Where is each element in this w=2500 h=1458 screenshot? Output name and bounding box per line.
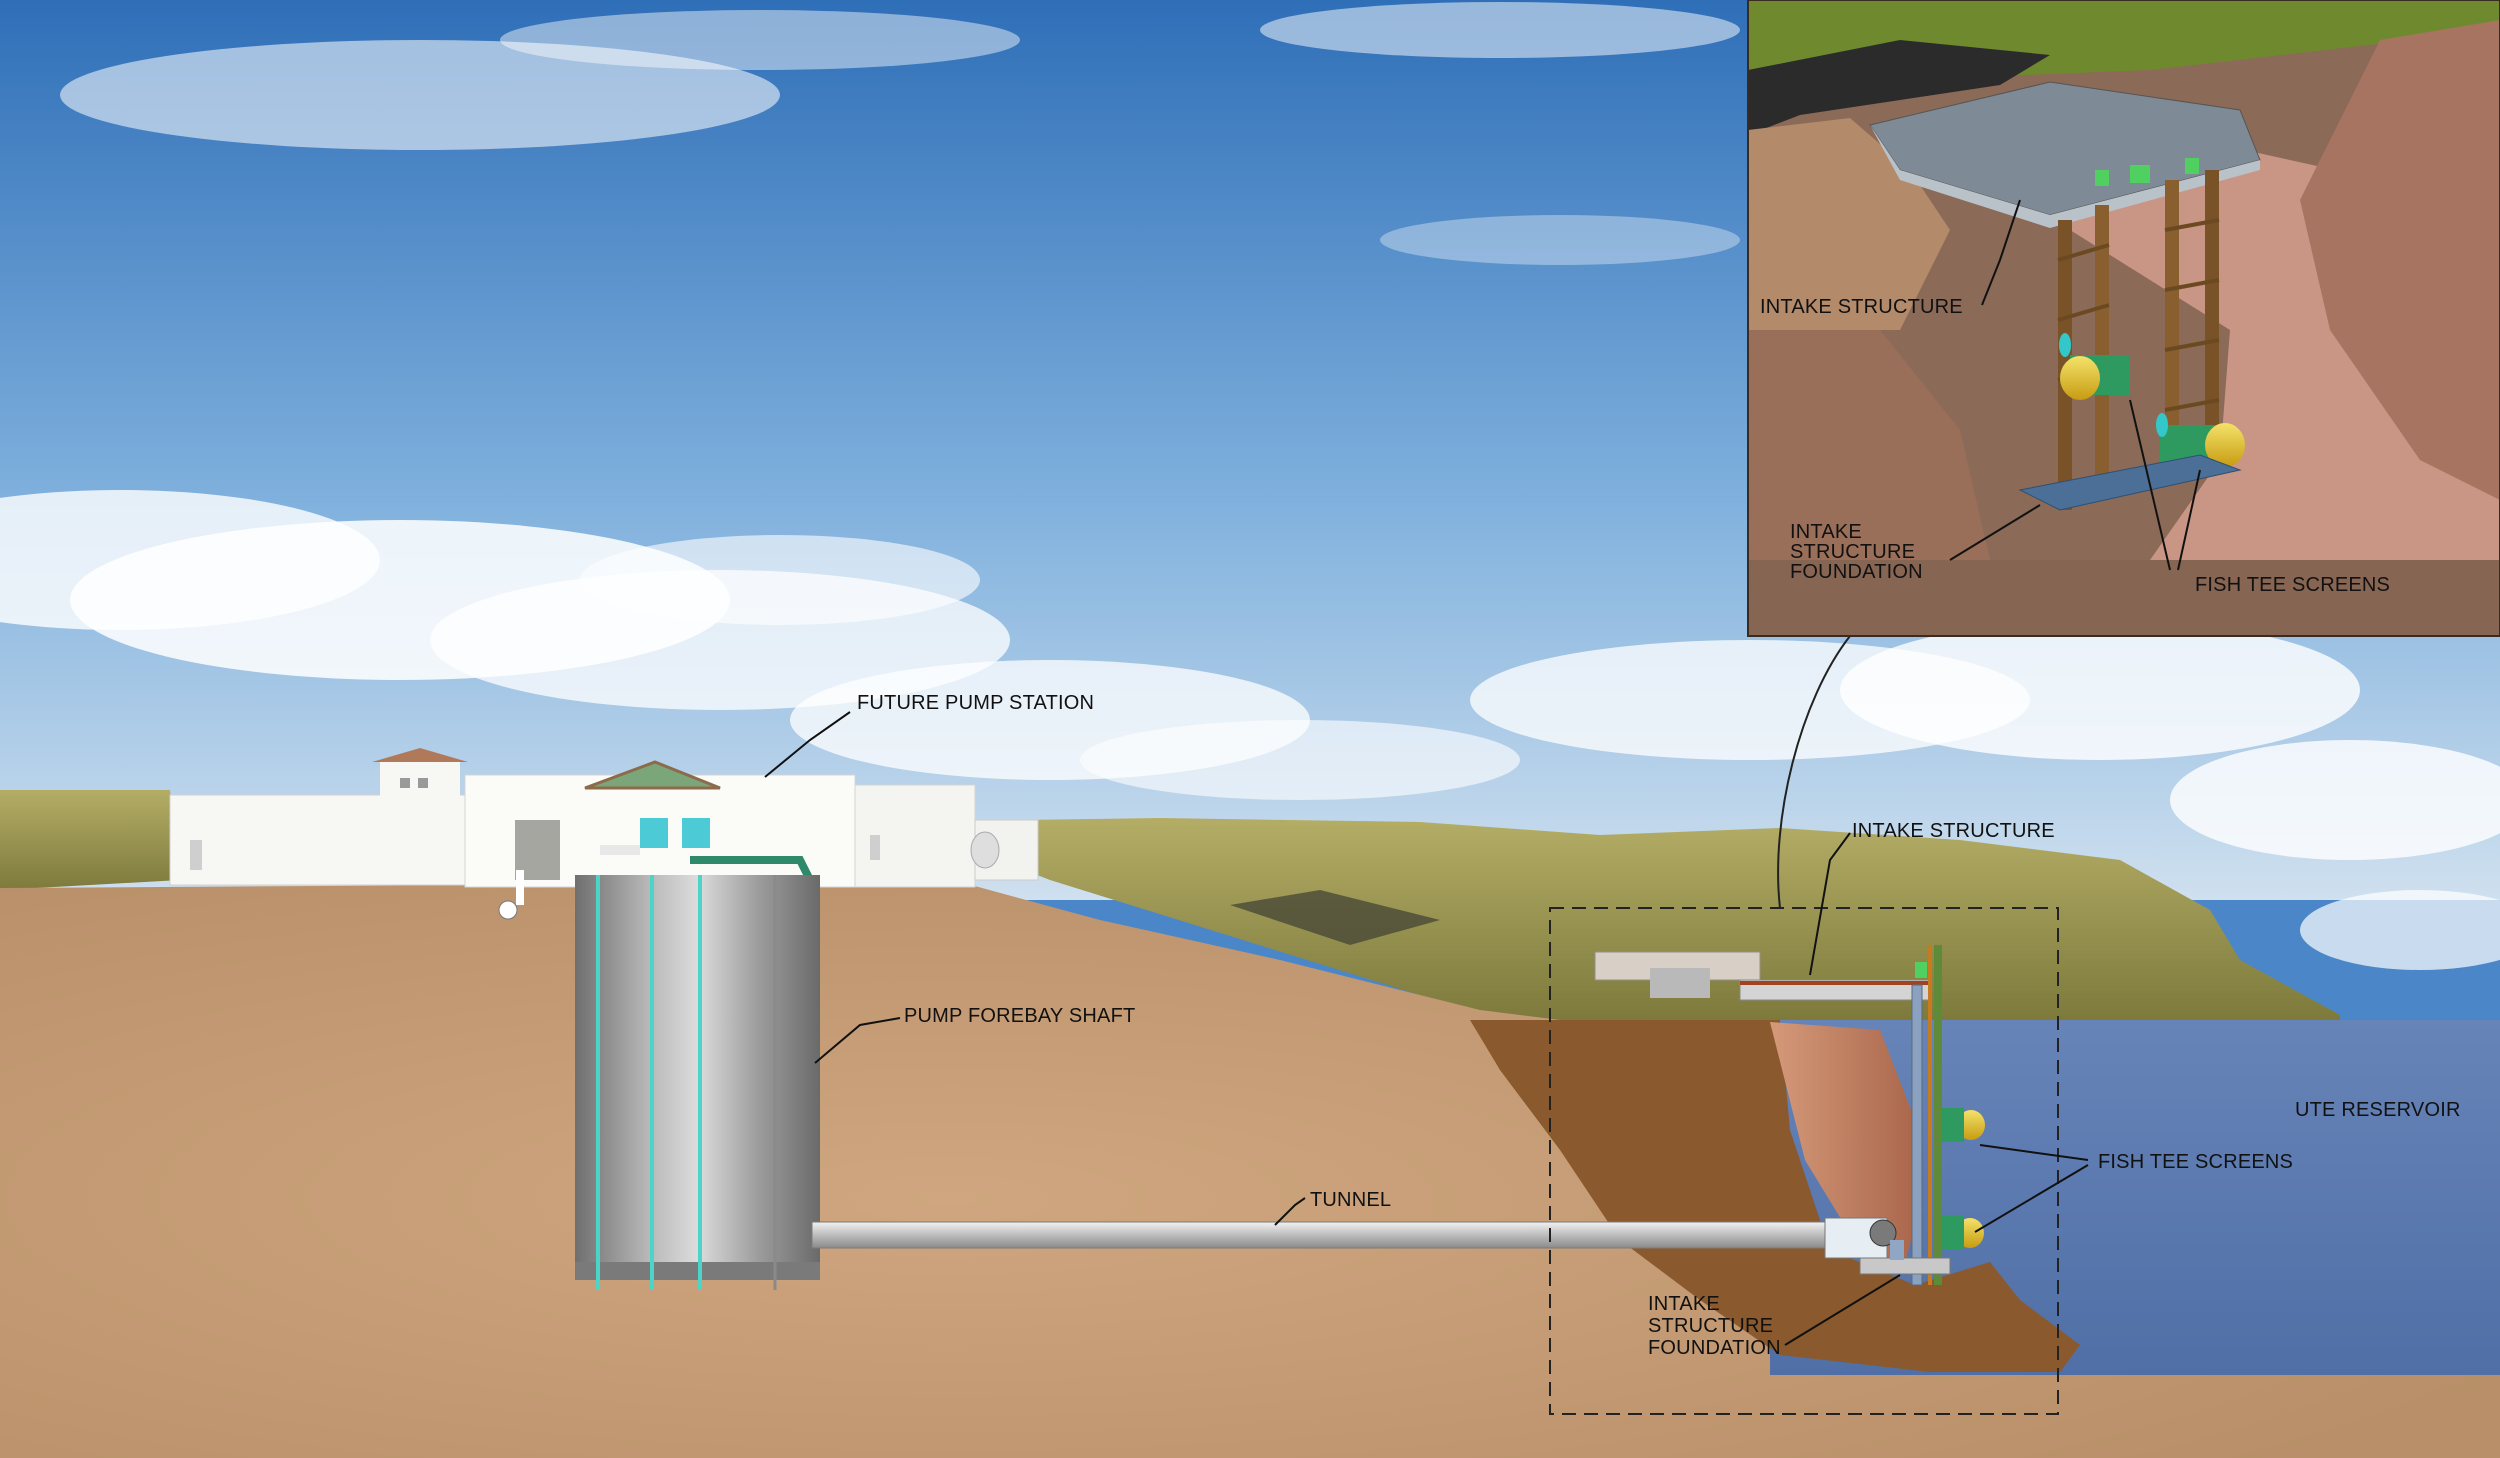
label-fish-tee-screens: FISH TEE SCREENS bbox=[2098, 1151, 2293, 1173]
label-foundation-line-1: INTAKE bbox=[1648, 1293, 1720, 1315]
label-future-pump-station: FUTURE PUMP STATION bbox=[857, 692, 1094, 714]
leader-lines bbox=[764, 711, 2089, 1346]
excavation-face bbox=[1770, 1022, 1920, 1262]
rock-excavation bbox=[1470, 1020, 2080, 1372]
intake-inset-view: INTAKE STRUCTURE INTAKE STRUCTURE FOUNDA… bbox=[1748, 0, 2500, 636]
intake-detail-box bbox=[1549, 907, 2059, 1415]
ridge-terrain bbox=[960, 818, 2340, 1020]
inset-frame bbox=[1747, 0, 2500, 637]
inset-label-foundation-3: FOUNDATION bbox=[1790, 561, 1923, 583]
ridge-shadow bbox=[1230, 890, 1440, 945]
inset-fish-tee-screens bbox=[2059, 333, 2245, 467]
inset-label-foundation-2: STRUCTURE bbox=[1790, 541, 1915, 563]
pump-forebay-shaft bbox=[575, 875, 820, 1290]
label-foundation-line-3: FOUNDATION bbox=[1648, 1337, 1781, 1359]
inset-label-intake-structure: INTAKE STRUCTURE bbox=[1760, 296, 1963, 318]
label-ute-reservoir: UTE RESERVOIR bbox=[2295, 1099, 2461, 1121]
clouds bbox=[0, 2, 2500, 970]
tunnel-pipe bbox=[811, 1221, 1843, 1249]
label-tunnel: TUNNEL bbox=[1310, 1189, 1391, 1211]
inset-label-fish-tee-screens: FISH TEE SCREENS bbox=[2195, 574, 2390, 596]
label-intake-structure: INTAKE STRUCTURE bbox=[1852, 820, 2055, 842]
intake-structure bbox=[1594, 945, 1985, 1286]
pump-station-building bbox=[169, 748, 1039, 920]
label-pump-forebay-shaft: PUMP FOREBAY SHAFT bbox=[904, 1005, 1135, 1027]
inset-connector-curve bbox=[1777, 635, 1851, 909]
left-hillside bbox=[0, 790, 180, 890]
label-foundation-line-2: STRUCTURE bbox=[1648, 1315, 1773, 1337]
inset-label-foundation-1: INTAKE bbox=[1790, 521, 1862, 543]
inset-foundation bbox=[2018, 454, 2242, 511]
